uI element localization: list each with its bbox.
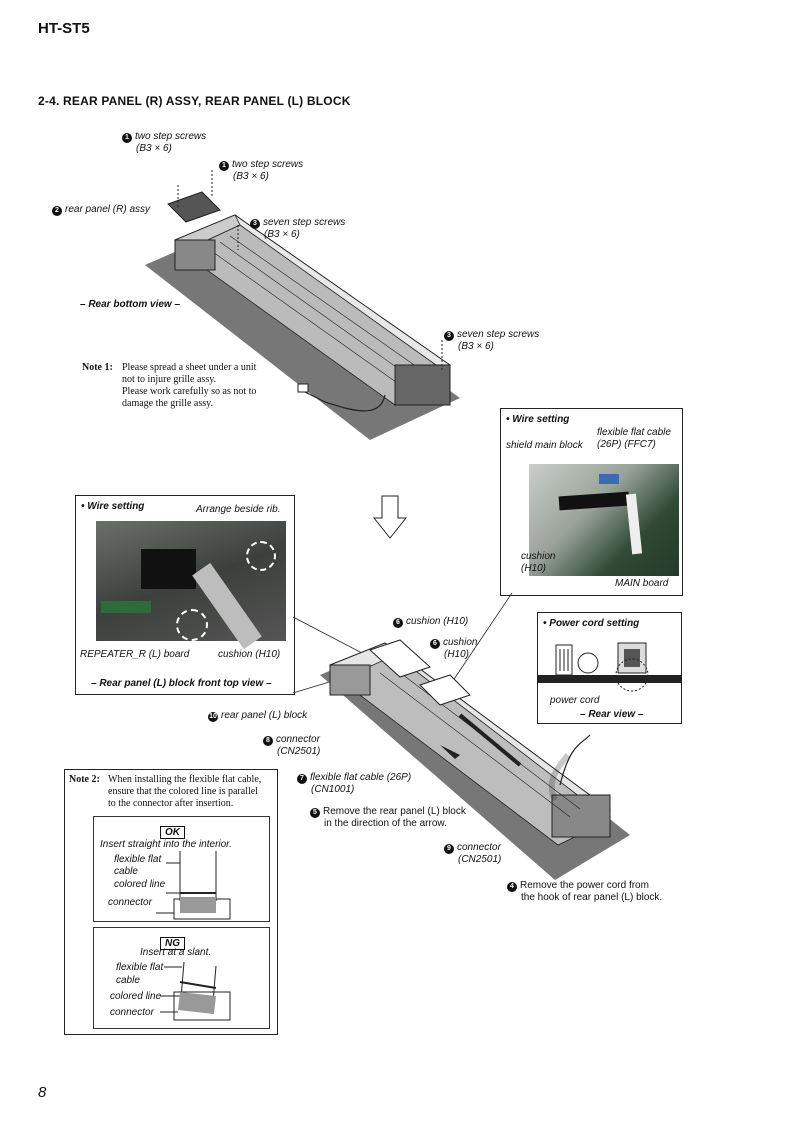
ok-tag: OK xyxy=(160,822,185,840)
power-cord-setting-inset: • Power cord setting power cord – Rear v… xyxy=(537,612,682,724)
note2-box: Note 2: When installing the flexible fla… xyxy=(64,769,278,1035)
bottom-unit-illustration xyxy=(292,592,630,880)
top-unit-illustration xyxy=(145,170,460,440)
ng-label-ffc: flexible flat xyxy=(116,962,164,973)
step-number: 2 xyxy=(52,206,62,216)
note2-label: Note 2: xyxy=(69,774,100,785)
section-title: 2-4. REAR PANEL (R) ASSY, REAR PANEL (L)… xyxy=(38,94,351,108)
rear-bottom-view-caption: – Rear bottom view – xyxy=(80,299,181,310)
ok-label-colored-line: colored line xyxy=(114,879,166,890)
step-number: 5 xyxy=(310,808,320,818)
ok-ffc-drawing xyxy=(156,851,231,920)
label-arrange-beside-rib: Arrange beside rib. xyxy=(196,504,281,515)
note1-label: Note 1: xyxy=(82,362,113,373)
step-number: 4 xyxy=(507,882,517,892)
ng-tag: NG xyxy=(160,933,185,951)
note2-text: When installing the flexible flat cable,… xyxy=(108,774,262,809)
rear-view-caption: – Rear view – xyxy=(580,709,644,720)
ng-description: Insert at a slant. xyxy=(140,947,212,958)
step-number: 6 xyxy=(393,618,403,628)
ng-label-colored-line: colored line xyxy=(110,991,162,1002)
label-cushion: cushion xyxy=(521,551,556,562)
ng-label-connector: connector xyxy=(110,1007,154,1018)
step-number: 8 xyxy=(263,736,273,746)
ng-label-ffc-cable: cable xyxy=(116,975,140,986)
label-cushion-sub: (H10) xyxy=(521,563,547,574)
step-number: 7 xyxy=(297,774,307,784)
power-cord-drawing xyxy=(538,642,681,692)
inset-title: • Power cord setting xyxy=(543,618,640,629)
ng-ffc-drawing xyxy=(160,961,231,1021)
ok-label-ffc-cable: cable xyxy=(114,866,138,877)
ng-example-box: NG Insert at a slant. flexible flat cabl… xyxy=(93,927,270,1029)
wire-setting-photo-left xyxy=(96,521,286,650)
wire-setting-inset-right: • Wire setting flexible flat cable (26P)… xyxy=(500,408,683,596)
label-ffc-sub: (26P) (FFC7) xyxy=(597,439,656,450)
ok-example-box: OK Insert straight into the interior. fl… xyxy=(93,816,270,922)
step-number: 1 xyxy=(122,133,132,143)
note1-text: Please spread a sheet under a unit not t… xyxy=(122,362,257,409)
step-number: 6 xyxy=(430,639,440,649)
model-name: HT-ST5 xyxy=(38,20,90,37)
inset-title: • Wire setting xyxy=(506,414,570,425)
down-arrow-icon xyxy=(372,495,408,539)
label-shield-main-block: shield main block xyxy=(506,440,583,451)
ok-label-ffc: flexible flat xyxy=(114,854,162,865)
page-number: 8 xyxy=(38,1084,47,1101)
step-number: 10 xyxy=(208,712,218,722)
inset-title: • Wire setting xyxy=(81,501,145,512)
label-cushion-h10: cushion (H10) xyxy=(218,649,281,660)
label-ffc: flexible flat cable xyxy=(597,427,671,438)
label-repeater-board: REPEATER_R (L) board xyxy=(80,649,190,660)
wire-setting-photo-right xyxy=(529,464,679,576)
ok-label-connector: connector xyxy=(108,897,152,908)
step-number: 3 xyxy=(250,219,260,229)
step-number: 9 xyxy=(444,844,454,854)
front-top-view-caption: – Rear panel (L) block front top view – xyxy=(91,678,272,689)
wire-setting-inset-left: • Wire setting Arrange beside rib. REPEA… xyxy=(75,495,295,695)
label-power-cord: power cord xyxy=(550,695,600,706)
step-number: 1 xyxy=(219,161,229,171)
ok-description: Insert straight into the interior. xyxy=(100,839,232,850)
step-number: 3 xyxy=(444,331,454,341)
label-main-board: MAIN board xyxy=(615,578,669,589)
